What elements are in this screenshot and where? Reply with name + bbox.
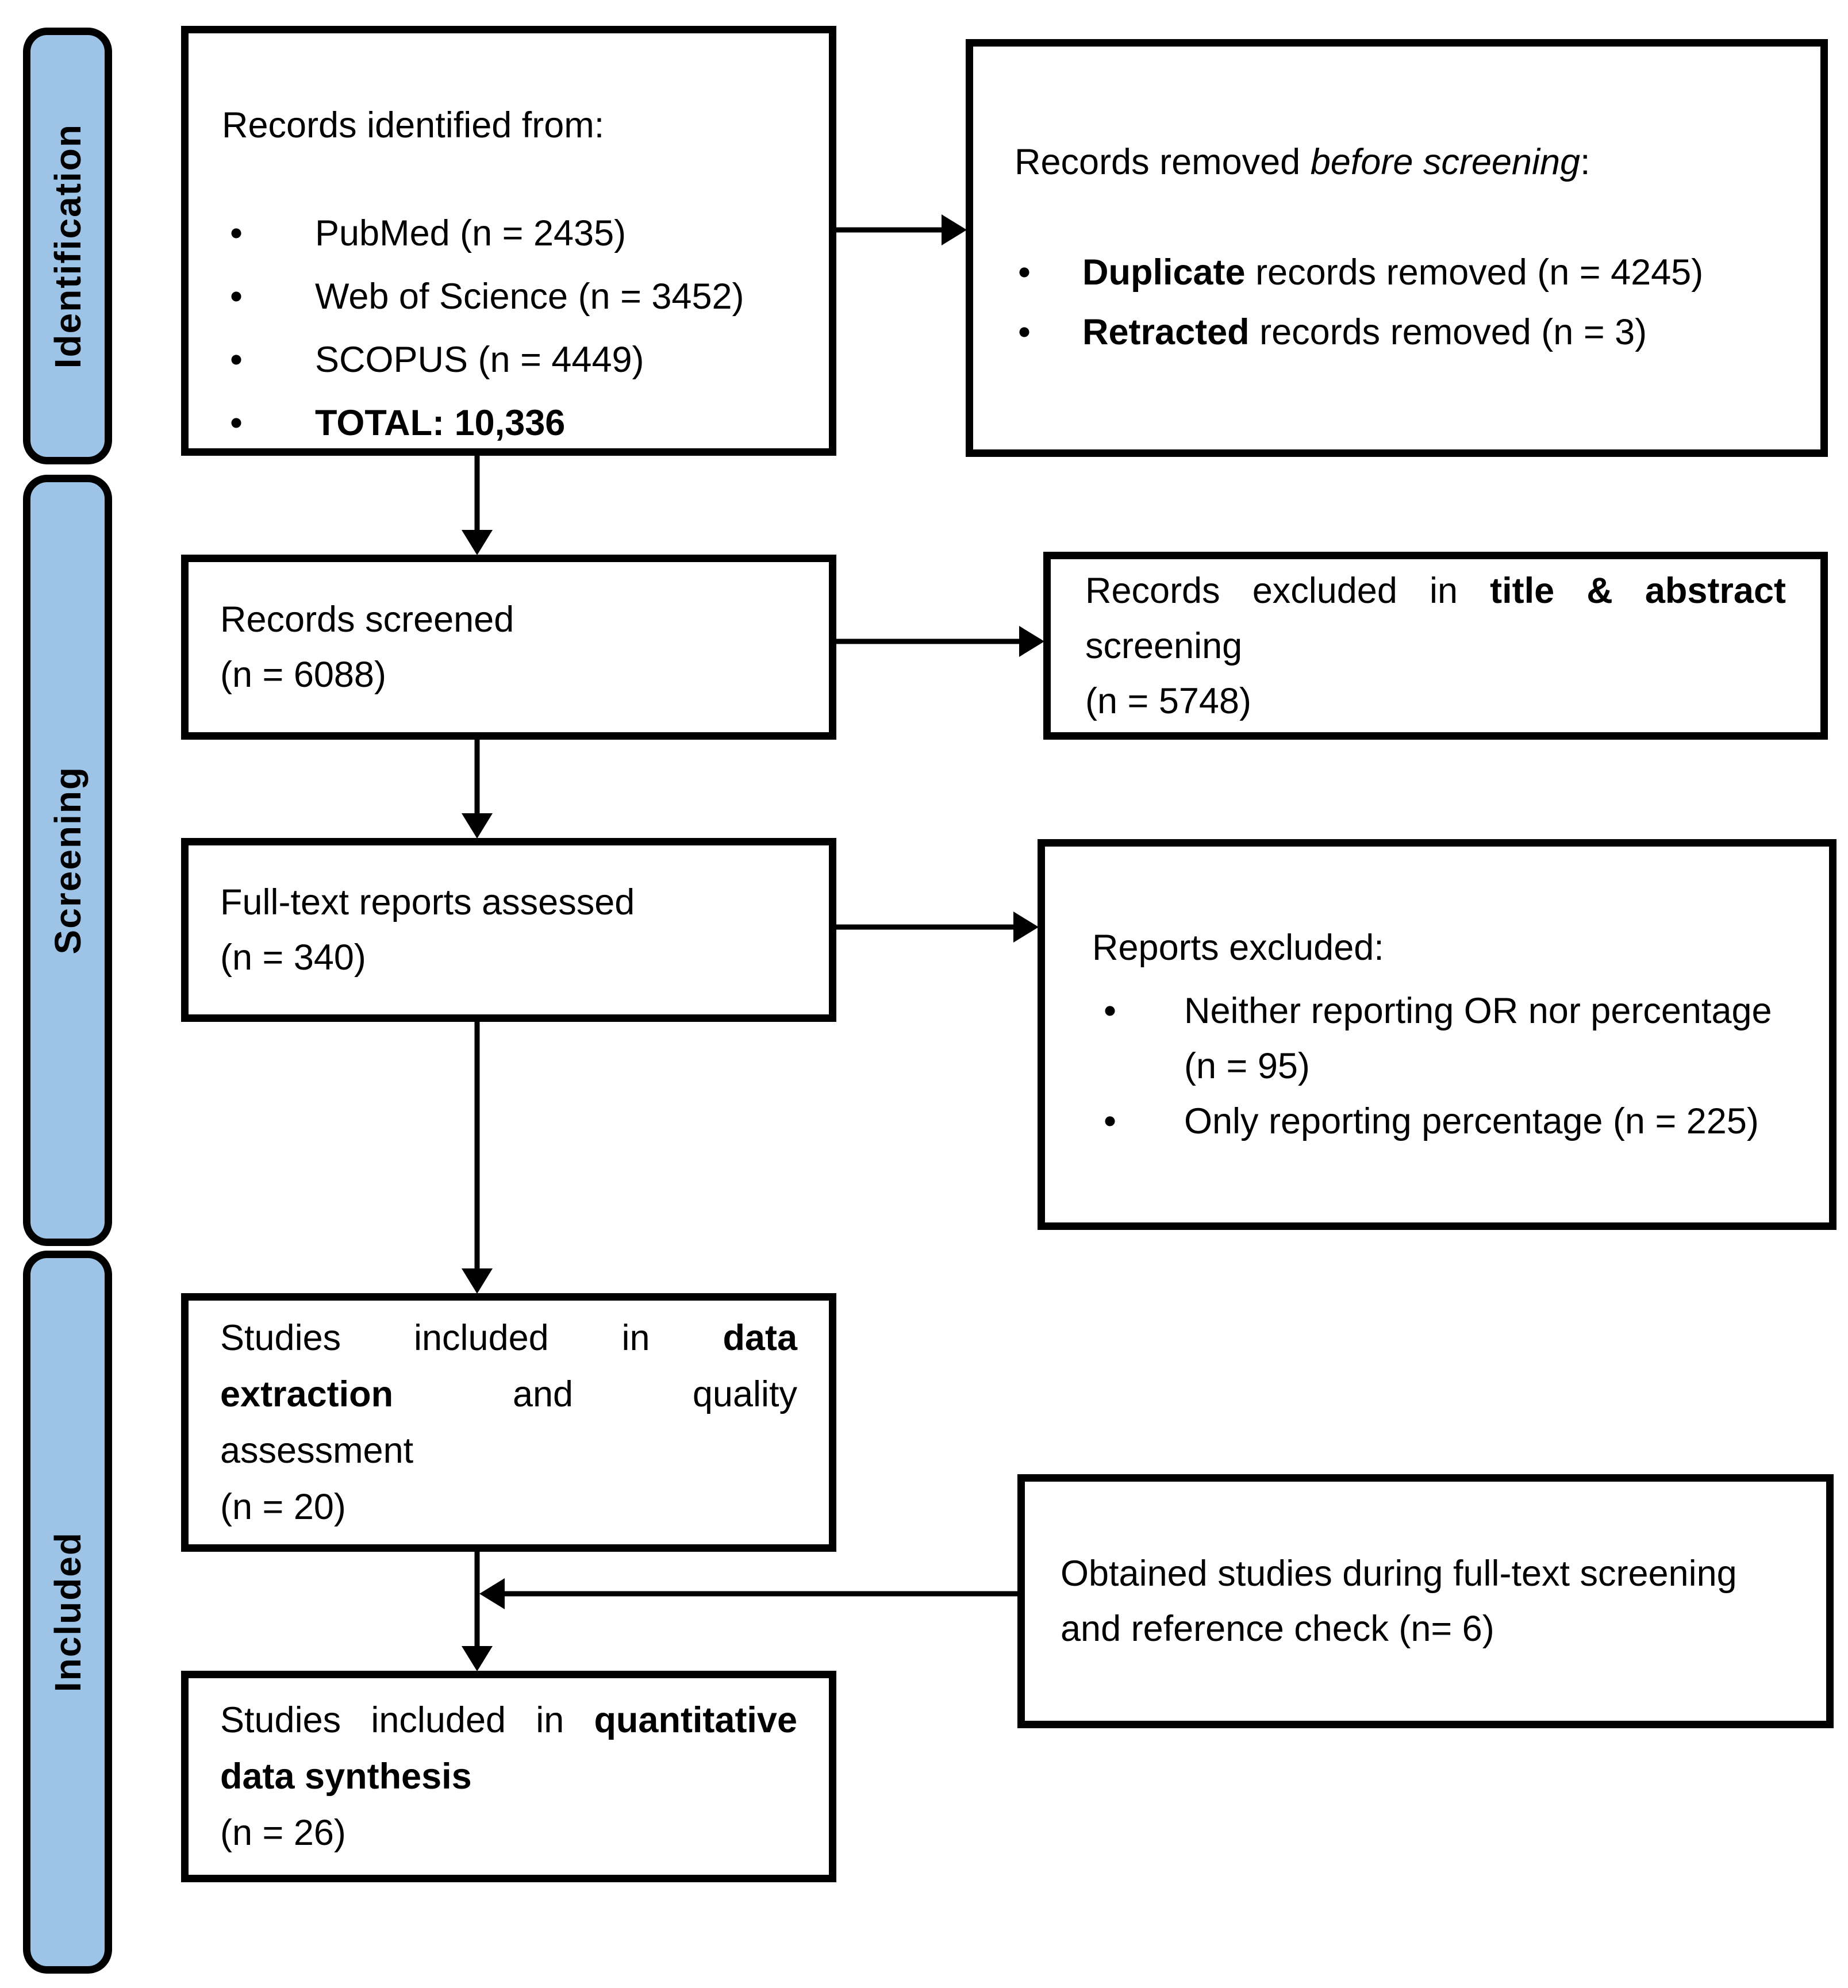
stage-bar-screening: Screening bbox=[23, 475, 112, 1246]
arrow-right-head-icon bbox=[1019, 626, 1044, 657]
bullet-icon: • bbox=[230, 403, 243, 443]
stage-bar-included: Included bbox=[23, 1251, 112, 1974]
list-item-only-percentage: • Only reporting percentage (n = 225) bbox=[1092, 1094, 1813, 1149]
bullet-icon: • bbox=[1018, 252, 1031, 293]
stage-label-screening: Screening bbox=[47, 766, 89, 955]
arrow-down-head-icon bbox=[462, 1268, 493, 1294]
bullet-icon: • bbox=[230, 213, 243, 253]
list-item-text: Neither reporting OR nor percentage (n =… bbox=[1184, 991, 1772, 1086]
records-identified-heading: Records identified from: bbox=[222, 105, 605, 145]
list-item-text: SCOPUS (n = 4449) bbox=[315, 340, 644, 380]
list-item-neither-or: • Neither reporting OR nor percentage (n… bbox=[1092, 983, 1813, 1094]
excluded-line-2: screening bbox=[1085, 625, 1243, 666]
list-item-scopus: • SCOPUS (n = 4449) bbox=[222, 328, 812, 391]
obtained-line-2: and reference check (n= 6) bbox=[1061, 1609, 1494, 1649]
records-screened-count: (n = 6088) bbox=[220, 655, 386, 695]
bullet-icon: • bbox=[1104, 991, 1117, 1031]
reports-excluded-heading: Reports excluded: bbox=[1092, 928, 1384, 968]
list-item-text: Duplicate records removed (n = 4245) bbox=[1082, 252, 1704, 293]
box-quantitative-synthesis: Studies included in quantitative data sy… bbox=[181, 1671, 836, 1882]
list-item-text: TOTAL: 10,336 bbox=[315, 403, 566, 443]
reports-excluded-list: • Neither reporting OR nor percentage (n… bbox=[1092, 983, 1813, 1149]
extraction-count: (n = 20) bbox=[220, 1487, 346, 1527]
box-obtained-studies: Obtained studies during full-text screen… bbox=[1017, 1474, 1834, 1728]
arrow-down-head-icon bbox=[462, 813, 493, 839]
quantitative-line-2: data synthesis bbox=[220, 1756, 472, 1797]
stage-label-included: Included bbox=[47, 1532, 89, 1693]
bullet-icon: • bbox=[1018, 312, 1031, 352]
list-item-pubmed: • PubMed (n = 2435) bbox=[222, 202, 812, 265]
records-removed-heading: Records removed before screening: bbox=[1015, 134, 1800, 190]
bullet-icon: • bbox=[230, 340, 243, 380]
heading-italic-text: before screening bbox=[1310, 141, 1581, 182]
arrow-down-head-icon bbox=[462, 530, 493, 555]
box-fulltext-assessed: Full-text reports assessed (n = 340) bbox=[181, 838, 836, 1022]
stage-bar-identification: Identification bbox=[23, 28, 112, 464]
stage-label-identification: Identification bbox=[47, 123, 89, 369]
list-item-retracted: • Retracted records removed (n = 3) bbox=[1015, 302, 1800, 362]
arrow-left-head-icon bbox=[479, 1578, 505, 1609]
obtained-line-1: Obtained studies during full-text screen… bbox=[1061, 1554, 1737, 1594]
list-item-text: Web of Science (n = 3452) bbox=[315, 276, 744, 317]
box-records-excluded-title-abstract: Records excluded in title & abstract scr… bbox=[1043, 552, 1828, 740]
records-screened-label: Records screened bbox=[220, 599, 514, 640]
box-records-identified: Records identified from: • PubMed (n = 2… bbox=[181, 26, 836, 456]
box-records-screened: Records screened (n = 6088) bbox=[181, 555, 836, 740]
arrow-right-head-icon bbox=[942, 214, 967, 245]
extraction-line-1: Studies included in data bbox=[220, 1318, 797, 1358]
list-item-text: Retracted records removed (n = 3) bbox=[1082, 312, 1647, 352]
list-item-text: PubMed (n = 2435) bbox=[315, 213, 627, 253]
fulltext-label: Full-text reports assessed bbox=[220, 882, 635, 922]
list-item-total: • TOTAL: 10,336 bbox=[222, 391, 812, 455]
heading-colon: : bbox=[1580, 141, 1590, 182]
quantitative-line-1: Studies included in quantitative bbox=[220, 1700, 797, 1740]
bullet-icon: • bbox=[1104, 1101, 1117, 1141]
box-records-removed: Records removed before screening: • Dupl… bbox=[966, 39, 1828, 457]
arrow-right-head-icon bbox=[1013, 912, 1039, 943]
records-removed-list: • Duplicate records removed (n = 4245) •… bbox=[1015, 243, 1800, 362]
fulltext-count: (n = 340) bbox=[220, 937, 366, 978]
bullet-icon: • bbox=[230, 276, 243, 317]
list-item-web-of-science: • Web of Science (n = 3452) bbox=[222, 265, 812, 328]
list-item-text: Only reporting percentage (n = 225) bbox=[1184, 1101, 1759, 1141]
records-identified-list: • PubMed (n = 2435) • Web of Science (n … bbox=[222, 202, 812, 455]
extraction-line-3: assessment bbox=[220, 1431, 414, 1471]
excluded-count: (n = 5748) bbox=[1085, 680, 1251, 721]
arrow-down-head-icon bbox=[462, 1646, 493, 1671]
quantitative-count: (n = 26) bbox=[220, 1813, 346, 1853]
list-item-duplicate: • Duplicate records removed (n = 4245) bbox=[1015, 243, 1800, 302]
heading-text: Records removed bbox=[1015, 141, 1311, 182]
excluded-line-1: Records excluded in title & abstract bbox=[1085, 570, 1786, 611]
box-reports-excluded: Reports excluded: • Neither reporting OR… bbox=[1038, 839, 1837, 1230]
box-data-extraction: Studies included in data extraction and … bbox=[181, 1293, 836, 1552]
extraction-line-2: extraction and quality bbox=[220, 1374, 797, 1414]
